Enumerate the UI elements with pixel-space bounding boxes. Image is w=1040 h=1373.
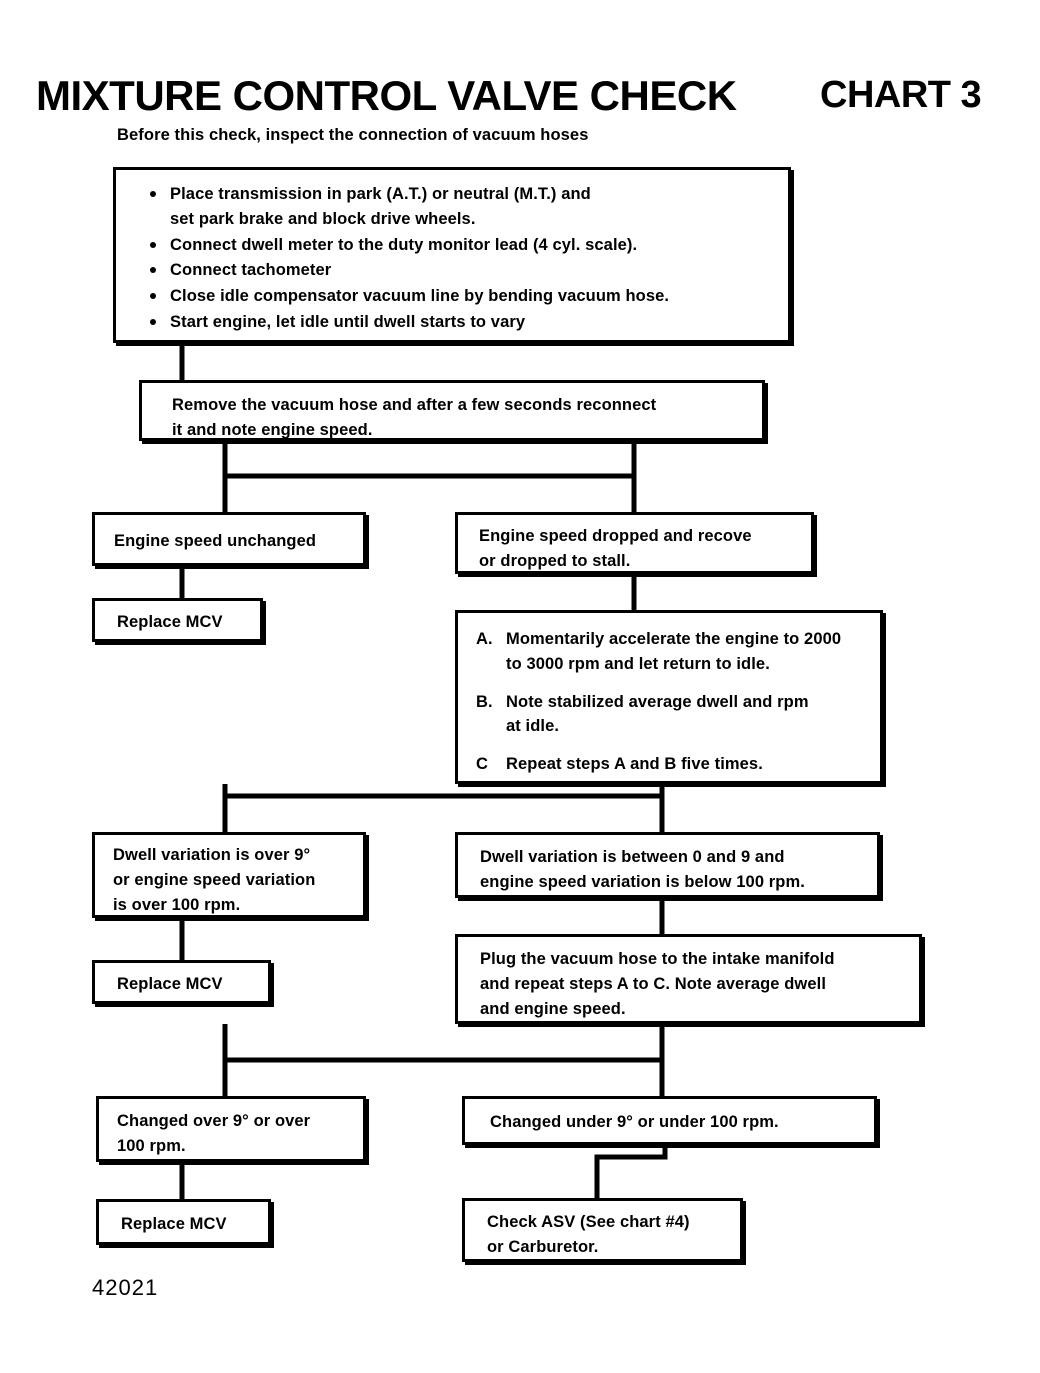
step-letter: C bbox=[476, 755, 489, 773]
node-engine-speed-dropped: Engine speed dropped and recove or dropp… bbox=[455, 512, 814, 574]
list-item: Connect dwell meter to the duty monitor … bbox=[148, 233, 778, 258]
steps-list: A. Momentarily accelerate the engine to … bbox=[476, 627, 872, 790]
node-text: Changed under 9° or under 100 rpm. bbox=[490, 1113, 779, 1131]
node-dwell-variation-over-9: Dwell variation is over 9° or engine spe… bbox=[92, 832, 366, 918]
node-check-asv: Check ASV (See chart #4) or Carburetor. bbox=[462, 1198, 743, 1262]
step-letter: A. bbox=[476, 630, 493, 648]
node-text: Replace MCV bbox=[117, 975, 223, 993]
node-replace-mcv-1: Replace MCV bbox=[92, 598, 263, 642]
node-text: Engine speed unchanged bbox=[114, 532, 317, 550]
node-replace-mcv-2: Replace MCV bbox=[92, 960, 271, 1004]
node-text: Remove the vacuum hose and after a few s… bbox=[172, 396, 657, 440]
node-engine-speed-unchanged: Engine speed unchanged bbox=[92, 512, 366, 566]
node-text: Changed over 9° or over 100 rpm. bbox=[117, 1112, 311, 1156]
step-text: Repeat steps A and B five times. bbox=[506, 755, 763, 773]
node-changed-under-9: Changed under 9° or under 100 rpm. bbox=[462, 1096, 877, 1145]
node-text: Replace MCV bbox=[121, 1215, 227, 1233]
node-test-steps: A. Momentarily accelerate the engine to … bbox=[455, 610, 883, 784]
node-changed-over-9: Changed over 9° or over 100 rpm. bbox=[96, 1096, 366, 1162]
step-letter: B. bbox=[476, 692, 493, 711]
list-item: Close idle compensator vacuum line by be… bbox=[148, 284, 778, 309]
node-text: Dwell variation is between 0 and 9 and e… bbox=[480, 848, 805, 892]
node-text: Plug the vacuum hose to the intake manif… bbox=[480, 950, 835, 1019]
node-text: Check ASV (See chart #4) or Carburetor. bbox=[487, 1213, 690, 1257]
node-preparation: Place transmission in park (A.T.) or neu… bbox=[113, 167, 791, 343]
chart-number-label: CHART 3 bbox=[820, 74, 982, 116]
page-number: 42021 bbox=[92, 1275, 159, 1300]
node-text: Dwell variation is over 9° or engine spe… bbox=[113, 846, 316, 915]
preparation-list: Place transmission in park (A.T.) or neu… bbox=[148, 182, 778, 336]
list-item: Start engine, let idle until dwell start… bbox=[148, 310, 778, 335]
node-dwell-variation-between: Dwell variation is between 0 and 9 and e… bbox=[455, 832, 880, 898]
step-item: B. Note stabilized average dwell and rpm… bbox=[476, 690, 872, 740]
node-text: Engine speed dropped and recove or dropp… bbox=[479, 527, 752, 571]
step-text: Note stabilized average dwell and rpm at… bbox=[506, 692, 809, 736]
node-remove-hose: Remove the vacuum hose and after a few s… bbox=[139, 380, 765, 441]
node-text: Replace MCV bbox=[117, 613, 223, 631]
step-text: Momentarily accelerate the engine to 200… bbox=[506, 630, 842, 673]
step-item: C Repeat steps A and B five times. bbox=[476, 752, 872, 777]
page-title: MIXTURE CONTROL VALVE CHECK bbox=[36, 72, 737, 119]
node-replace-mcv-3: Replace MCV bbox=[96, 1199, 271, 1245]
list-item: Connect tachometer bbox=[148, 258, 778, 283]
step-item: A. Momentarily accelerate the engine to … bbox=[476, 627, 872, 677]
node-plug-vacuum-hose: Plug the vacuum hose to the intake manif… bbox=[455, 934, 922, 1024]
list-item: Place transmission in park (A.T.) or neu… bbox=[148, 182, 778, 232]
subtitle: Before this check, inspect the connectio… bbox=[117, 126, 589, 144]
